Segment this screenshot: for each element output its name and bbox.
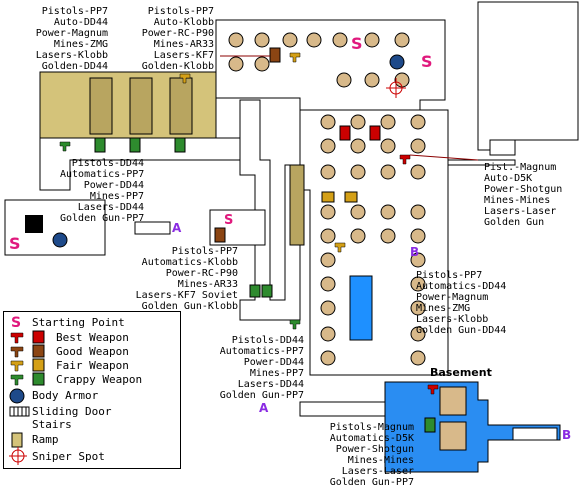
- start-marker-4: S: [224, 213, 234, 228]
- start-marker-icon: S: [11, 315, 21, 329]
- start-marker-1: S: [351, 34, 363, 53]
- crappy-gun-icon: [10, 374, 24, 386]
- pool: [349, 275, 373, 341]
- fair-box-icon: [32, 358, 45, 372]
- marker-a-upper: A: [172, 221, 182, 235]
- marker-b-upper: B: [410, 245, 420, 259]
- crappy-box-icon: [32, 372, 45, 386]
- gun-icons: [59, 52, 439, 395]
- best-box-icon: [32, 330, 45, 344]
- basement-table-1: [439, 386, 467, 416]
- body-armor-icons: [52, 54, 405, 248]
- wall-top-right: [477, 1, 579, 156]
- best-gun-icon: [10, 332, 24, 344]
- start-marker-2: S: [421, 52, 433, 71]
- good-gun-icon: [10, 346, 24, 358]
- map-legend: S Starting Point Best Weapon Good Weapon…: [3, 311, 181, 469]
- tables-gallery: [320, 114, 426, 366]
- basement-label: Basement: [430, 366, 492, 379]
- sniper-spot: [386, 78, 406, 98]
- crate: [25, 215, 43, 233]
- marker-b-lower: B: [562, 428, 572, 442]
- sliding-doors: [134, 139, 558, 441]
- sliding-door-icon: [9, 406, 30, 417]
- marker-a-lower: A: [259, 401, 269, 415]
- good-box-icon: [32, 344, 45, 358]
- far-left-room: [4, 199, 106, 256]
- sniper-spot-icon: [9, 447, 27, 465]
- fair-gun-icon: [10, 360, 24, 372]
- basement-table-2: [439, 421, 467, 451]
- tables-upper: [228, 32, 410, 88]
- start-marker-3: S: [9, 234, 21, 253]
- weapon-boxes: [94, 47, 436, 433]
- svg-text:S: S: [11, 315, 21, 329]
- ramps: [89, 77, 305, 246]
- pointer-line-2: [409, 154, 479, 161]
- ramp-icon: [11, 432, 23, 448]
- body-armor-icon: [9, 388, 25, 404]
